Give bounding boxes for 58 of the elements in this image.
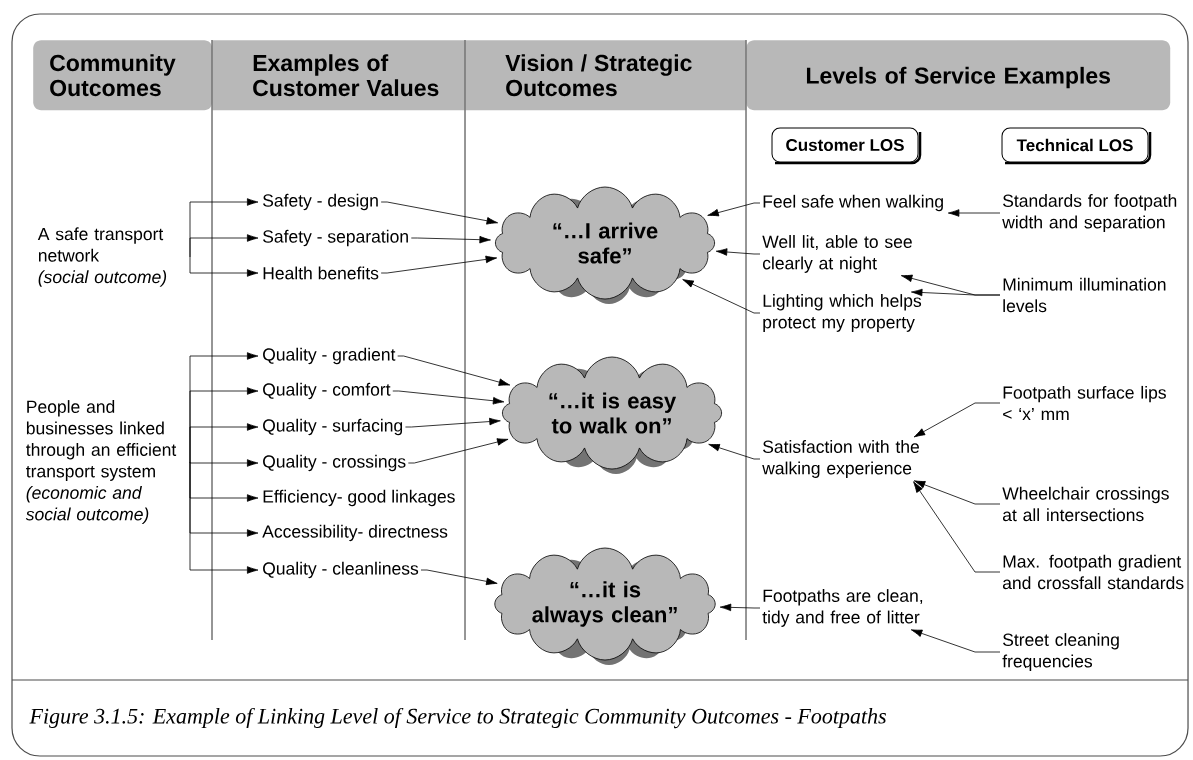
category-box: Customer LOS — [771, 127, 922, 165]
arrow — [913, 402, 1001, 438]
text-label: Quality - surfacing — [263, 418, 403, 436]
column-header: Community Outcomes — [33, 40, 213, 111]
text-label: Health benefits — [263, 266, 379, 280]
arrow — [707, 202, 761, 217]
arrow — [420, 569, 498, 586]
text-label: Standards for footpath width and separation — [1002, 194, 1177, 232]
text-label: Satisfaction with the walking experience — [762, 440, 919, 478]
text-label: Minimum illumination levels — [1003, 277, 1166, 313]
arrow — [913, 481, 1001, 573]
arrow — [392, 390, 505, 405]
text-label: Well lit, able to see clearly at night — [762, 235, 912, 273]
text-label: Max. footpath gradient and crossfall standards — [1002, 554, 1184, 590]
arrow — [189, 234, 259, 258]
arrow — [405, 417, 501, 428]
arrow — [410, 235, 491, 244]
column-header: Vision / Strategic Outcomes — [465, 40, 747, 111]
arrow — [407, 438, 509, 464]
arrow — [189, 461, 259, 574]
text-label: Lighting which helps protect my property — [763, 294, 922, 332]
arrow — [913, 480, 1001, 505]
text-label: Efficiency- good linkages — [263, 489, 455, 507]
arrow — [910, 629, 1001, 653]
arrow — [380, 255, 498, 274]
arrow — [911, 288, 1001, 297]
node-label: Examples of Customer Values — [253, 54, 439, 97]
text-label: Accessibility- directness — [262, 524, 448, 542]
arrow — [708, 443, 761, 460]
text-label: People and businesses linked through an efficient transport system (economic and social outcome) — [25, 400, 177, 524]
arrow — [947, 209, 1001, 217]
arrow — [380, 201, 498, 225]
text-label: Feel safe when walking — [763, 194, 943, 212]
category-box: Technical LOS — [1001, 127, 1152, 165]
node-label: Community Outcomes — [50, 54, 176, 97]
arrow — [719, 603, 761, 612]
text-label: A safe transport network (social outcome) — [37, 227, 167, 287]
node-label: Levels of Service Examples — [806, 66, 1111, 89]
text-label: Footpath surface lips < ‘x’ mm — [1003, 385, 1166, 421]
arrow — [715, 248, 761, 256]
text-label: Street cleaning frequencies — [1002, 633, 1119, 671]
arrow — [682, 279, 761, 314]
arrow — [189, 459, 259, 467]
column-header: Examples of Customer Values — [212, 40, 466, 111]
text-label: Quality - cleanliness — [263, 561, 419, 579]
text-label: Safety - separation — [263, 229, 408, 247]
text-label: Footpaths are clean, tidy and free of litter — [762, 589, 923, 627]
arrow — [189, 256, 259, 277]
caption: Figure 3.1.5: Example of Linking Level of Service to Strategic Community Outcomes - Footpaths — [29, 707, 886, 729]
column-header: Levels of Service Examples — [746, 40, 1171, 111]
text-label: Quality - comfort — [263, 382, 391, 400]
text-label: Quality - crossings — [263, 454, 406, 472]
arrow — [189, 423, 259, 463]
node-label: Vision / Strategic Outcomes — [505, 54, 692, 97]
text-label: Quality - gradient — [263, 347, 396, 365]
text-label: Safety - design — [263, 193, 378, 211]
text-label: Wheelchair crossings at all intersections — [1002, 486, 1169, 522]
arrow — [397, 355, 511, 386]
